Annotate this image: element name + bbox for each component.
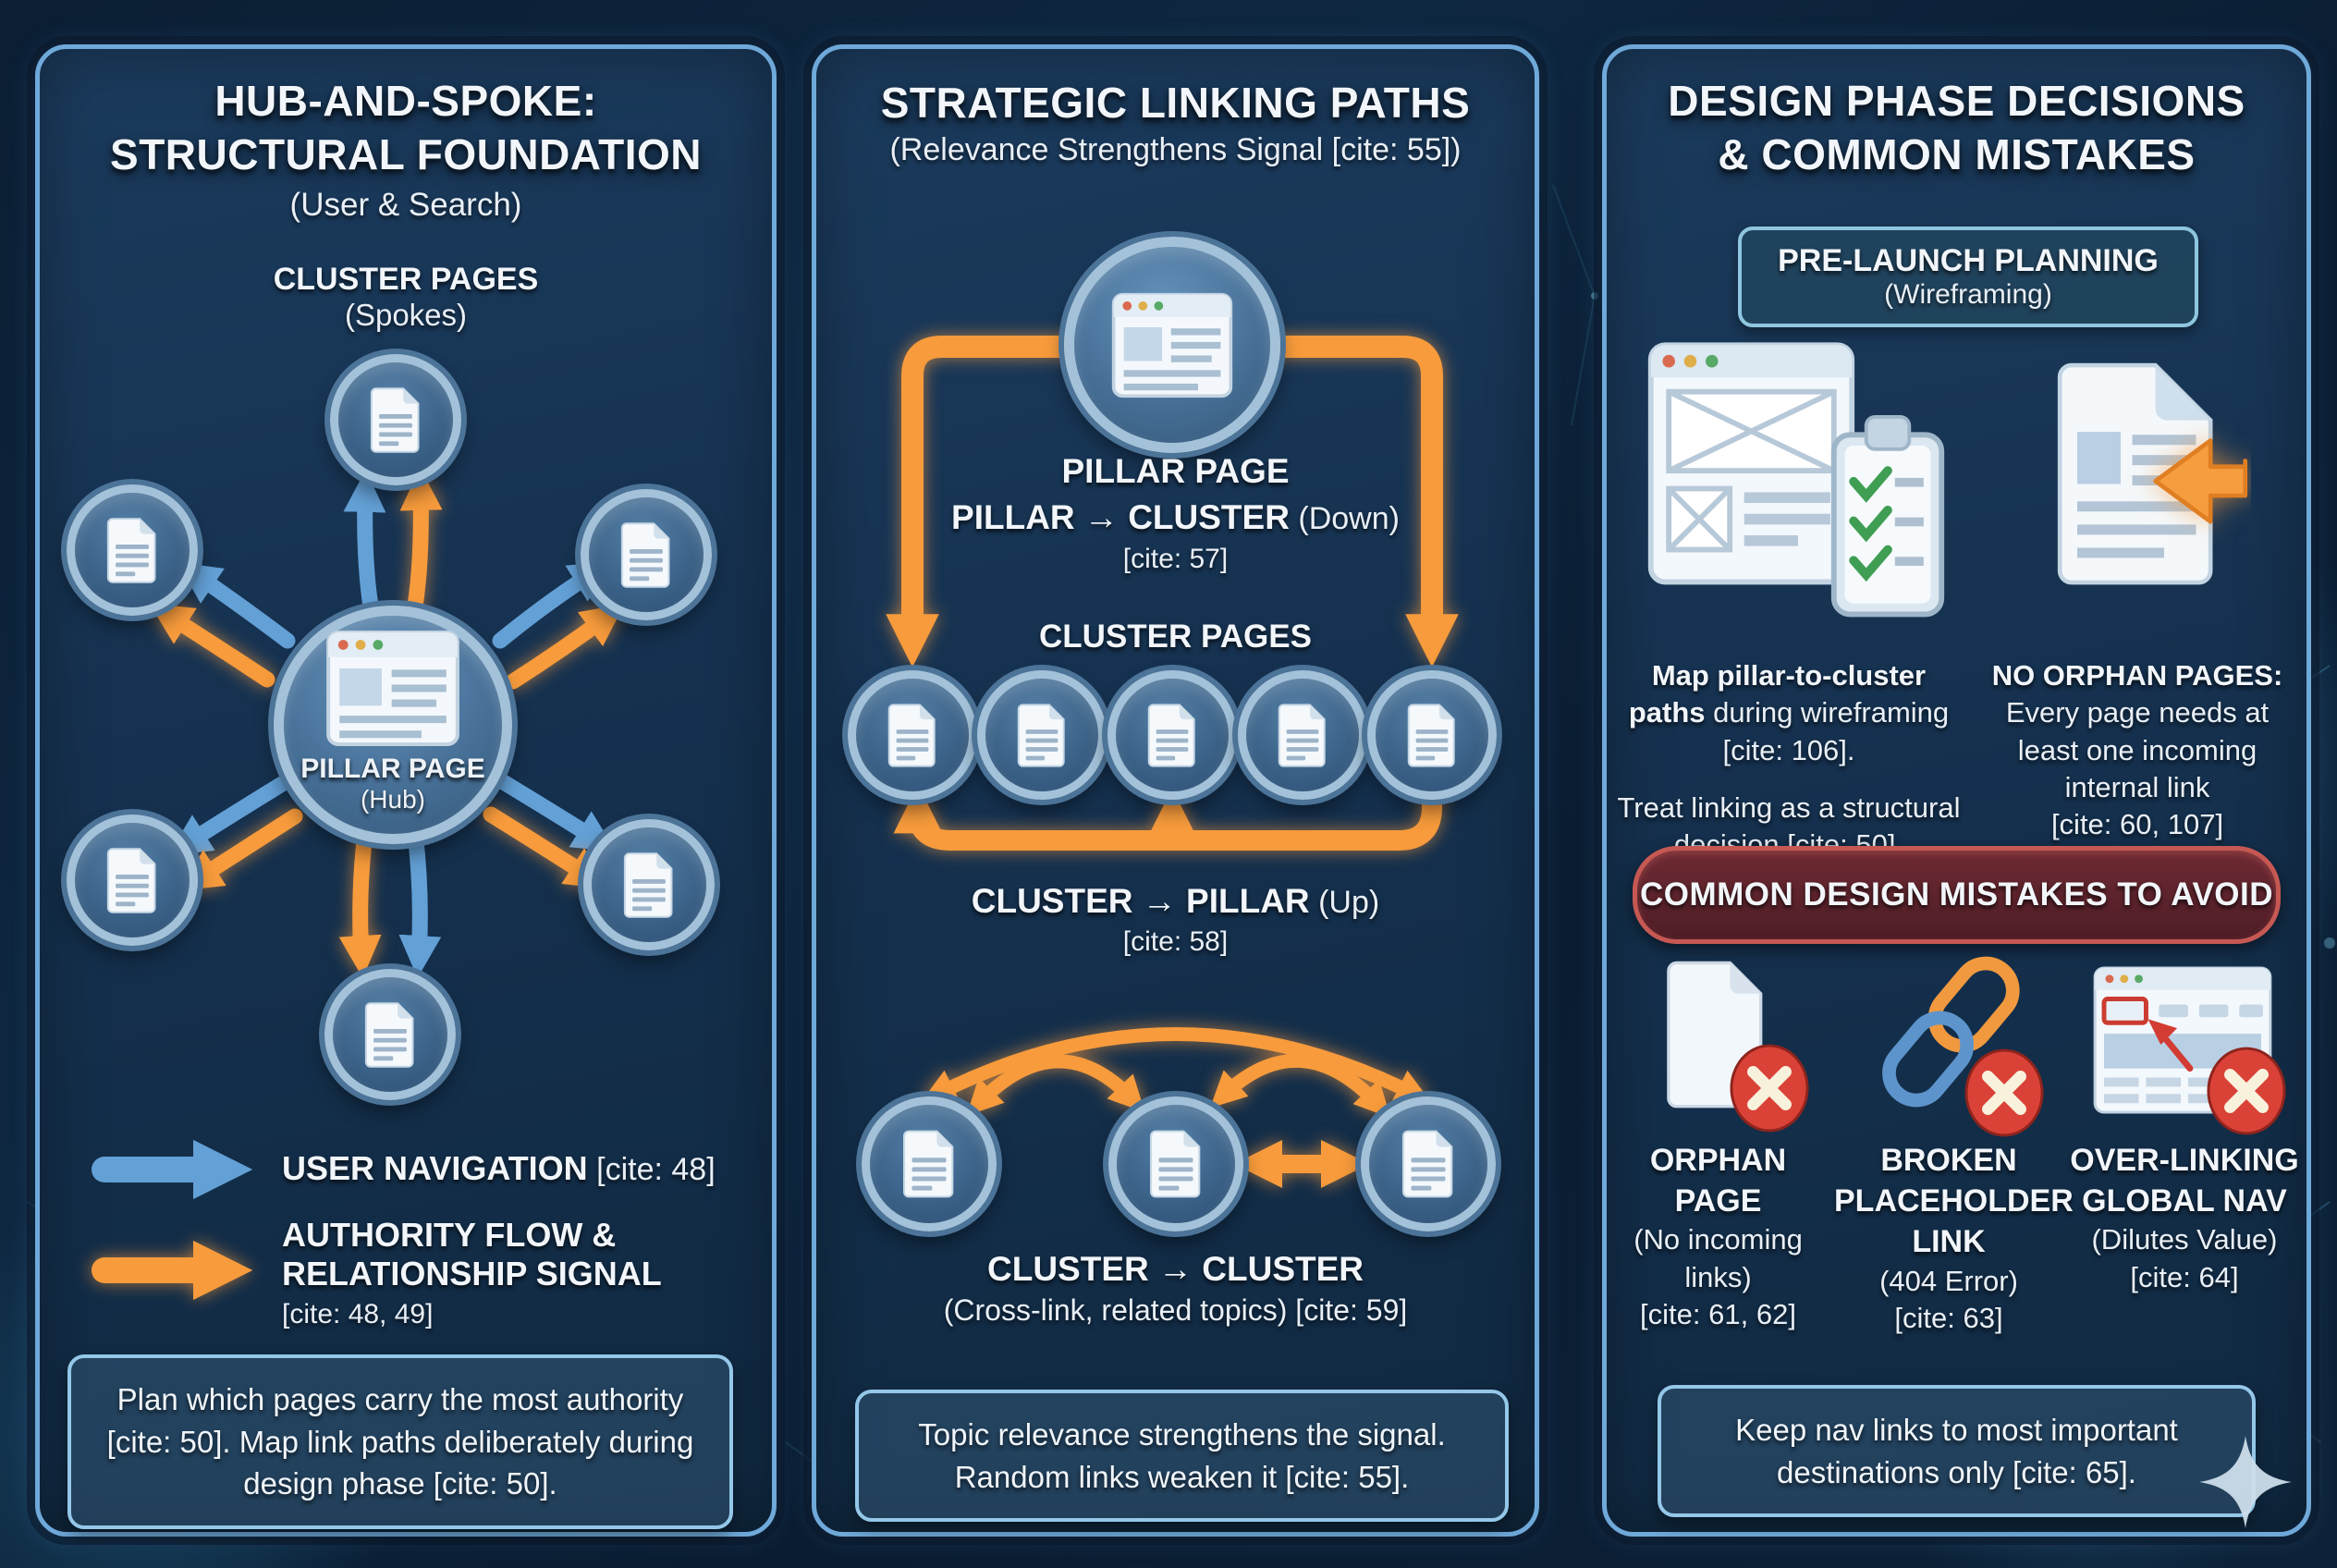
cluster-to-pillar-arrow (893, 778, 1442, 851)
red-x-badge-icon (2206, 1046, 2287, 1136)
authority-flow-arrows (149, 468, 625, 978)
pre-launch-planning-box: PRE-LAUNCH PLANNING (Wireframing) (1738, 227, 2198, 327)
cluster-page-node (330, 354, 461, 485)
document-icon (885, 702, 940, 769)
panel-title: HUB-AND-SPOKE: STRUCTURAL FOUNDATION (Us… (40, 75, 772, 224)
cluster-to-pillar-label: CLUSTER → PILLAR (Up) [cite: 58] (971, 882, 1380, 958)
planning-item-no-orphans: NO ORPHAN PAGES: Every page needs at lea… (1991, 659, 2283, 841)
pillar-page-node (1064, 237, 1280, 453)
wireframe-clipboard-icon (1647, 342, 1945, 618)
panel-subtitle: (Relevance Strengthens Signal [cite: 55]… (889, 131, 1462, 167)
cluster-page-node (1108, 1096, 1243, 1231)
cluster-page-node (1107, 670, 1237, 800)
document-icon (1399, 1128, 1458, 1200)
panel-note: Plan which pages carry the most authorit… (67, 1354, 733, 1529)
legend-user-navigation: USER NAVIGATION [cite: 48] (282, 1149, 716, 1187)
document-icon (104, 846, 161, 915)
cluster-page-node (67, 484, 198, 616)
sparkle-icon (2197, 1434, 2294, 1530)
document-icon (899, 1128, 959, 1200)
panel-title: DESIGN PHASE DECISIONS & COMMON MISTAKES (1607, 75, 2306, 181)
browser-window-icon (1110, 291, 1234, 399)
panel-hub-and-spoke: HUB-AND-SPOKE: STRUCTURAL FOUNDATION (Us… (35, 44, 777, 1537)
panel-subtitle: (User & Search) (289, 187, 522, 223)
cluster-pages-label: CLUSTER PAGES (1039, 619, 1312, 655)
cluster-page-node (1238, 670, 1367, 800)
cluster-to-cluster-label: CLUSTER → CLUSTER (Cross-link, related t… (943, 1250, 1408, 1328)
hub-label: PILLAR PAGE (300, 753, 485, 784)
pillar-page-hub-node: PILLAR PAGE (Hub) (274, 606, 512, 844)
document-incoming-arrow-icon (2057, 362, 2248, 585)
pillar-to-cluster-arrow-left (886, 336, 1085, 668)
cluster-page-node (862, 1096, 997, 1231)
broken-chain-link-icon (1882, 956, 2020, 1108)
document-icon (1144, 702, 1200, 769)
linking-path-arrows (886, 336, 1459, 1188)
cross-link-arc-left (966, 1054, 1145, 1116)
document-icon (620, 851, 678, 920)
title-line: STRUCTURAL FOUNDATION (110, 129, 702, 178)
panel-design-decisions: DESIGN PHASE DECISIONS & COMMON MISTAKES… (1602, 44, 2311, 1537)
mistake-over-linking: OVER-LINKING GLOBAL NAV (Dilutes Value) … (2070, 1143, 2299, 1293)
document-icon (104, 516, 161, 585)
mistake-broken-link: BROKEN PLACEHOLDER LINK (404 Error) [cit… (1834, 1143, 2074, 1334)
hub-spoke-arrows (92, 468, 625, 1301)
document-icon (361, 1000, 419, 1070)
cluster-page-node (67, 815, 198, 946)
browser-window-icon (324, 629, 461, 748)
title-line: DESIGN PHASE DECISIONS (1668, 77, 2245, 125)
pillar-flow-label: PILLAR PAGE PILLAR → CLUSTER (Down) [cit… (951, 452, 1400, 574)
cluster-page-node (848, 670, 977, 800)
mistake-orphan-page: ORPHAN PAGE (No incoming links) [cite: 6… (1633, 1143, 1803, 1330)
cross-link-arc-right (1209, 1053, 1391, 1119)
title-line: HUB-AND-SPOKE: (214, 77, 597, 125)
pillar-to-cluster-arrow-right (1259, 336, 1459, 668)
document-icon (1275, 702, 1330, 769)
title-line: & COMMON MISTAKES (1718, 129, 2196, 178)
legend-authority-flow: AUTHORITY FLOW & RELATIONSHIP SIGNAL [ci… (282, 1216, 662, 1329)
cluster-page-node (324, 969, 456, 1100)
panel-title: STRATEGIC LINKING PATHS (Relevance Stren… (816, 77, 1535, 168)
cluster-page-node (1367, 670, 1497, 800)
panel-note: Keep nav links to most important destina… (1658, 1385, 2256, 1518)
red-x-badge-icon (1964, 1047, 2045, 1138)
document-icon (367, 386, 424, 455)
cluster-page-node (581, 489, 712, 620)
hub-sublabel: (Hub) (360, 784, 425, 814)
red-x-badge-icon (1729, 1043, 1810, 1133)
cluster-page-node (977, 670, 1107, 800)
cluster-pages-label: CLUSTER PAGES (Spokes) (273, 262, 539, 332)
panel-strategic-linking: STRATEGIC LINKING PATHS (Relevance Stren… (812, 44, 1539, 1537)
document-icon (618, 521, 675, 590)
cross-link-arc-wide (920, 1027, 1432, 1103)
document-icon (1014, 702, 1070, 769)
planning-item-map-paths: Map pillar-to-cluster paths during wiref… (1617, 659, 1961, 862)
document-icon (1146, 1128, 1205, 1200)
panel-note: Topic relevance strengthens the signal. … (855, 1390, 1509, 1523)
cluster-page-node (1361, 1096, 1496, 1231)
document-icon (1404, 702, 1460, 769)
cluster-page-node (583, 819, 715, 950)
common-mistakes-banner: COMMON DESIGN MISTAKES TO AVOID (1633, 846, 2281, 944)
